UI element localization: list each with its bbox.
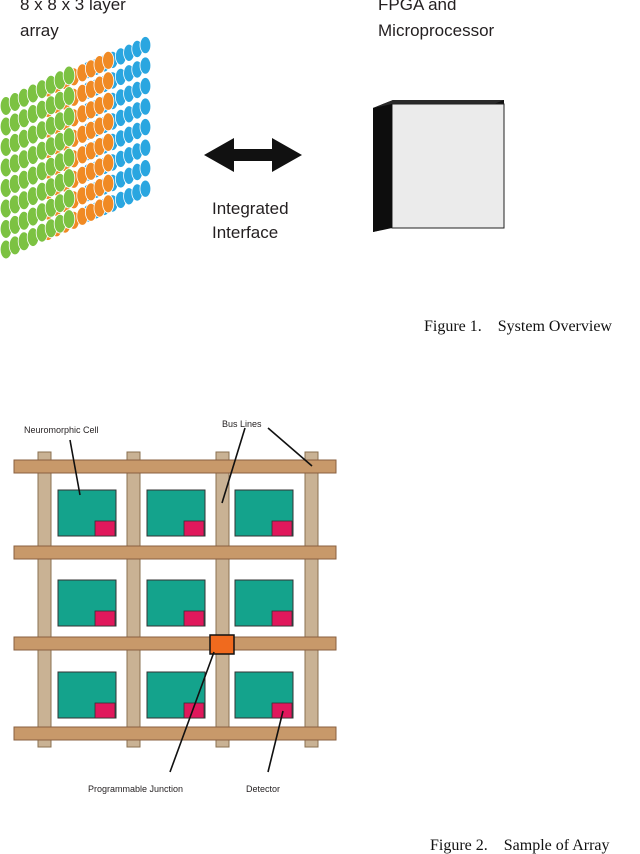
array-element (102, 132, 115, 152)
neuromorphic-cell (146, 489, 206, 537)
array-element (62, 168, 76, 188)
array-element (62, 147, 76, 168)
detector (94, 520, 116, 537)
array-element (139, 56, 152, 75)
layered-array-illustration (0, 36, 152, 260)
detector-label: Detector (246, 784, 280, 794)
neuromorphic-cell-label: Neuromorphic Cell (24, 425, 99, 435)
array-element (139, 36, 152, 55)
array-element (62, 127, 76, 147)
neuromorphic-cell (234, 671, 294, 719)
array-element (102, 153, 115, 173)
detector (94, 610, 116, 627)
neuromorphic-cell (234, 579, 294, 627)
programmable-junction-label: Programmable Junction (88, 784, 183, 794)
vertical-bus-lines (37, 451, 319, 748)
array-element (62, 209, 76, 229)
array-element (139, 77, 152, 96)
array-element (102, 91, 115, 111)
interface-label-line2: Interface (212, 223, 278, 242)
array-element (139, 118, 152, 137)
figure-2-sample-of-array: Neuromorphic Cell Bus Lines Programmable… (13, 419, 610, 854)
processor-label-line2: Microprocessor (378, 21, 495, 40)
interface-label-line1: Integrated (212, 199, 289, 218)
vertical-bus-line (37, 451, 52, 748)
array-element (102, 50, 115, 70)
neuromorphic-cell (234, 489, 294, 537)
array-element (102, 71, 115, 91)
processor-label-line1: FPGA and (378, 0, 456, 14)
array-element (62, 65, 76, 86)
neuromorphic-cells (57, 489, 294, 719)
figure-2-caption: Figure 2. Sample of Array (430, 837, 610, 854)
array-element (139, 97, 152, 116)
array-element (139, 159, 152, 178)
horizontal-bus-lines (13, 459, 337, 741)
programmable-junction (209, 634, 235, 655)
array-element (139, 138, 152, 157)
neuromorphic-cell (57, 579, 117, 627)
detector (94, 702, 116, 719)
detector (183, 702, 205, 719)
neuromorphic-cell (146, 579, 206, 627)
array-element (102, 173, 115, 193)
detector (183, 610, 205, 627)
array-element (62, 188, 76, 209)
leader-lines (69, 427, 313, 773)
horizontal-bus-line (13, 459, 337, 474)
detector (271, 520, 293, 537)
vertical-bus-line (215, 451, 230, 748)
array-element (102, 112, 115, 132)
figure-1-system-overview: 8 x 8 x 3 layer array Integrated Interfa… (0, 0, 612, 335)
vertical-bus-line (304, 451, 319, 748)
neuromorphic-cell (146, 671, 206, 719)
array-element (62, 106, 76, 127)
array-element (102, 194, 115, 214)
bus-lines-label: Bus Lines (222, 419, 262, 429)
neuromorphic-cell (57, 671, 117, 719)
double-headed-arrow-icon (204, 138, 302, 172)
detector (183, 520, 205, 537)
horizontal-bus-line (13, 726, 337, 741)
neuromorphic-cell (57, 489, 117, 537)
chip-box-icon (373, 100, 505, 232)
detector (271, 610, 293, 627)
figure-1-caption: Figure 1. System Overview (424, 318, 612, 335)
array-element (62, 86, 76, 106)
horizontal-bus-line (13, 545, 337, 560)
array-label-line1: 8 x 8 x 3 layer (20, 0, 126, 14)
array-element (139, 179, 152, 198)
array-label-line2: array (20, 21, 59, 40)
vertical-bus-line (126, 451, 141, 748)
horizontal-bus-line (13, 636, 337, 651)
